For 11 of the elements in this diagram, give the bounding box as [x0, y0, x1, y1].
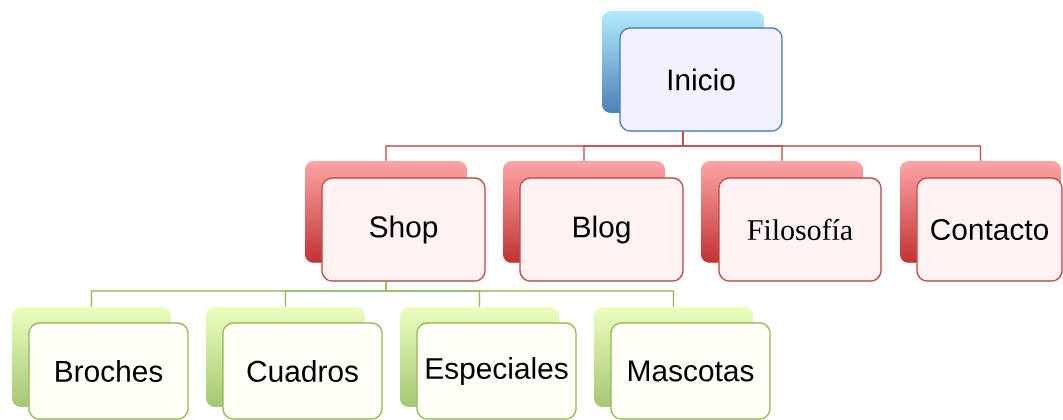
- node-box: Filosofía: [718, 177, 882, 282]
- node-box: Shop: [321, 177, 486, 282]
- node-box: Especiales: [416, 322, 577, 420]
- node-box: Blog: [519, 177, 684, 282]
- connector-line: [385, 281, 675, 308]
- node-box: Cuadros: [222, 322, 383, 420]
- connector-line: [682, 131, 982, 162]
- node-box: Mascotas: [610, 322, 771, 420]
- node-box: Broches: [28, 322, 189, 420]
- node-box: Inicio: [619, 27, 783, 132]
- node-box: Contacto: [916, 177, 1063, 282]
